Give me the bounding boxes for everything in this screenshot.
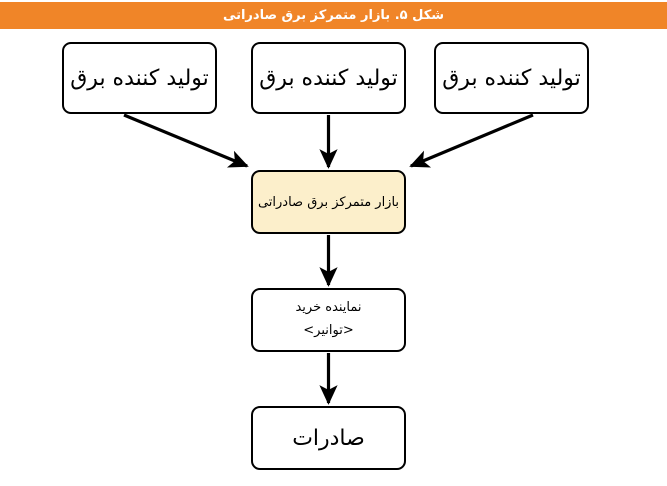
node-agent-label-line2: <توانیر>: [303, 323, 354, 338]
node-producer-left[interactable]: تولید کننده برق: [434, 42, 589, 114]
node-producer-mid-label: تولید کننده برق: [259, 65, 398, 91]
node-producer-right-label: تولید کننده برق: [70, 65, 209, 91]
node-agent-label-line1: نماینده خرید: [295, 300, 362, 316]
node-exports[interactable]: صادرات: [251, 406, 406, 470]
figure-title-bar: شکل ۵. بازار متمرکز برق صادراتی: [0, 2, 667, 29]
node-market-label: بازار متمرکز برق صادراتی: [257, 194, 400, 210]
figure-title: شکل ۵. بازار متمرکز برق صادراتی: [222, 8, 445, 23]
node-producer-mid[interactable]: تولید کننده برق: [251, 42, 406, 114]
node-purchase-agent[interactable]: نماینده خرید <توانیر>: [251, 288, 406, 352]
node-exports-label: صادرات: [292, 425, 365, 451]
connector-producer-left-to-market: [409, 113, 534, 168]
node-producer-right[interactable]: تولید کننده برق: [62, 42, 217, 114]
node-producer-left-label: تولید کننده برق: [442, 65, 581, 91]
connector-producer-right-to-market: [123, 113, 249, 168]
node-export-electricity-market[interactable]: بازار متمرکز برق صادراتی: [251, 170, 406, 234]
